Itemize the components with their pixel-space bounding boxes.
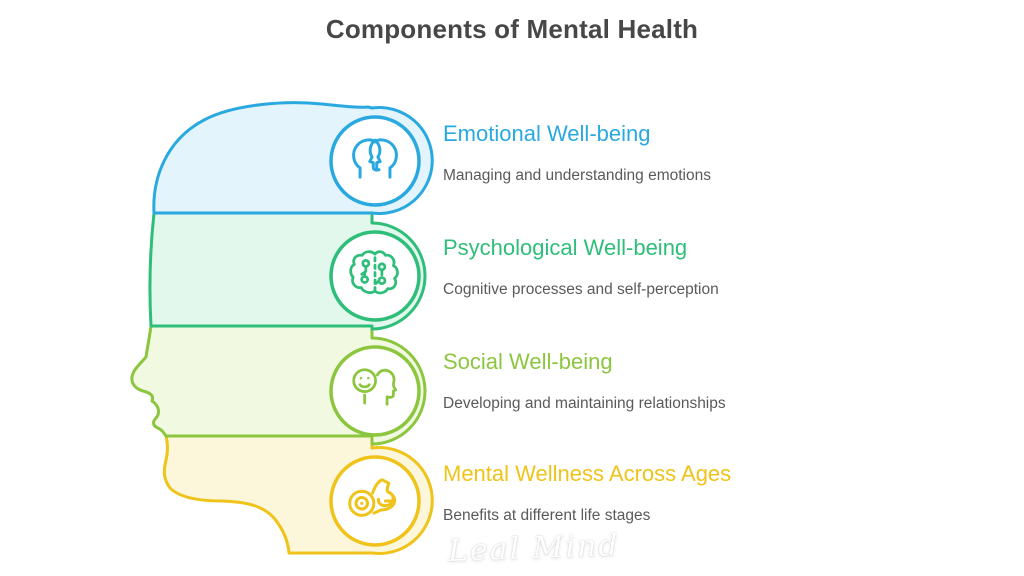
item-heading: Mental Wellness Across Ages xyxy=(443,461,732,486)
item-heading: Emotional Well-being xyxy=(443,121,651,146)
wellness-icon-badge xyxy=(329,455,421,547)
psychological-icon-badge xyxy=(329,230,421,322)
log-rings-icon xyxy=(348,478,397,517)
social-icon-badge xyxy=(329,345,421,437)
list-item-psychological: Psychological Well-being Cognitive proce… xyxy=(443,234,863,300)
item-description: Benefits at different life stages xyxy=(443,507,651,524)
item-description: Developing and maintaining relationships xyxy=(443,395,726,412)
page-title: Components of Mental Health xyxy=(325,14,699,44)
item-heading: Psychological Well-being xyxy=(443,235,688,260)
list-item-emotional: Emotional Well-being Managing and unders… xyxy=(443,120,863,186)
smiley-profile-icon xyxy=(352,368,398,406)
two-heads-icon xyxy=(352,138,398,179)
item-description: Managing and understanding emotions xyxy=(443,167,711,184)
list-item-social: Social Well-being Developing and maintai… xyxy=(443,348,863,414)
item-heading: Social Well-being xyxy=(443,349,613,374)
brain-circuit-icon xyxy=(349,250,399,295)
emotional-icon-badge xyxy=(329,115,421,207)
watermark: Leal Mind xyxy=(447,528,621,569)
item-description: Cognitive processes and self-perception xyxy=(443,281,719,298)
list-item-wellness: Mental Wellness Across Ages Benefits at … xyxy=(443,460,863,526)
